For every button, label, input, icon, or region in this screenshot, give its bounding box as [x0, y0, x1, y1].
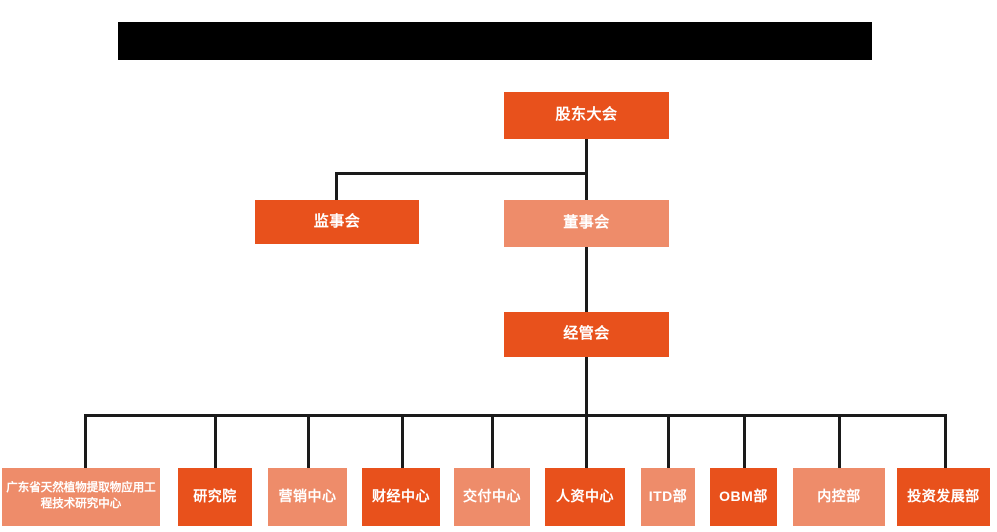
node-department-research-center-guangdong[interactable]: 广东省天然植物提取物应用工程技术研究中心	[2, 468, 160, 526]
connector-board-to-management	[585, 247, 588, 314]
connector-to-board-of-directors	[585, 172, 588, 202]
node-department-internal-control[interactable]: 内控部	[793, 468, 885, 526]
connector-drop-dept-0	[84, 414, 87, 468]
node-supervisory-board[interactable]: 监事会	[255, 200, 419, 244]
connector-drop-dept-9	[944, 414, 947, 468]
node-shareholders-meeting[interactable]: 股东大会	[504, 92, 669, 139]
connector-drop-dept-2	[307, 414, 310, 468]
connector-department-bus	[84, 414, 946, 417]
connector-drop-dept-8	[838, 414, 841, 468]
node-department-itd[interactable]: ITD部	[641, 468, 695, 526]
node-board-of-directors[interactable]: 董事会	[504, 200, 669, 247]
node-department-research-institute[interactable]: 研究院	[178, 468, 252, 526]
connector-drop-dept-3	[401, 414, 404, 468]
node-department-finance-center[interactable]: 财经中心	[362, 468, 440, 526]
connector-drop-dept-1	[214, 414, 217, 468]
connector-top-stem	[585, 139, 588, 174]
node-department-delivery-center[interactable]: 交付中心	[454, 468, 530, 526]
node-management-committee[interactable]: 经管会	[504, 312, 669, 357]
node-department-obm[interactable]: OBM部	[710, 468, 777, 526]
node-department-investment-development[interactable]: 投资发展部	[897, 468, 990, 526]
connector-drop-dept-4	[491, 414, 494, 468]
node-department-marketing-center[interactable]: 营销中心	[268, 468, 347, 526]
connector-drop-dept-5	[585, 414, 588, 468]
connector-drop-dept-6	[667, 414, 670, 468]
connector-to-supervisory-board	[335, 172, 338, 202]
connector-drop-dept-7	[743, 414, 746, 468]
redacted-title-bar	[118, 22, 872, 60]
node-department-hr-center[interactable]: 人资中心	[545, 468, 625, 526]
connector-management-stem	[585, 357, 588, 417]
connector-level2-bus	[335, 172, 587, 175]
